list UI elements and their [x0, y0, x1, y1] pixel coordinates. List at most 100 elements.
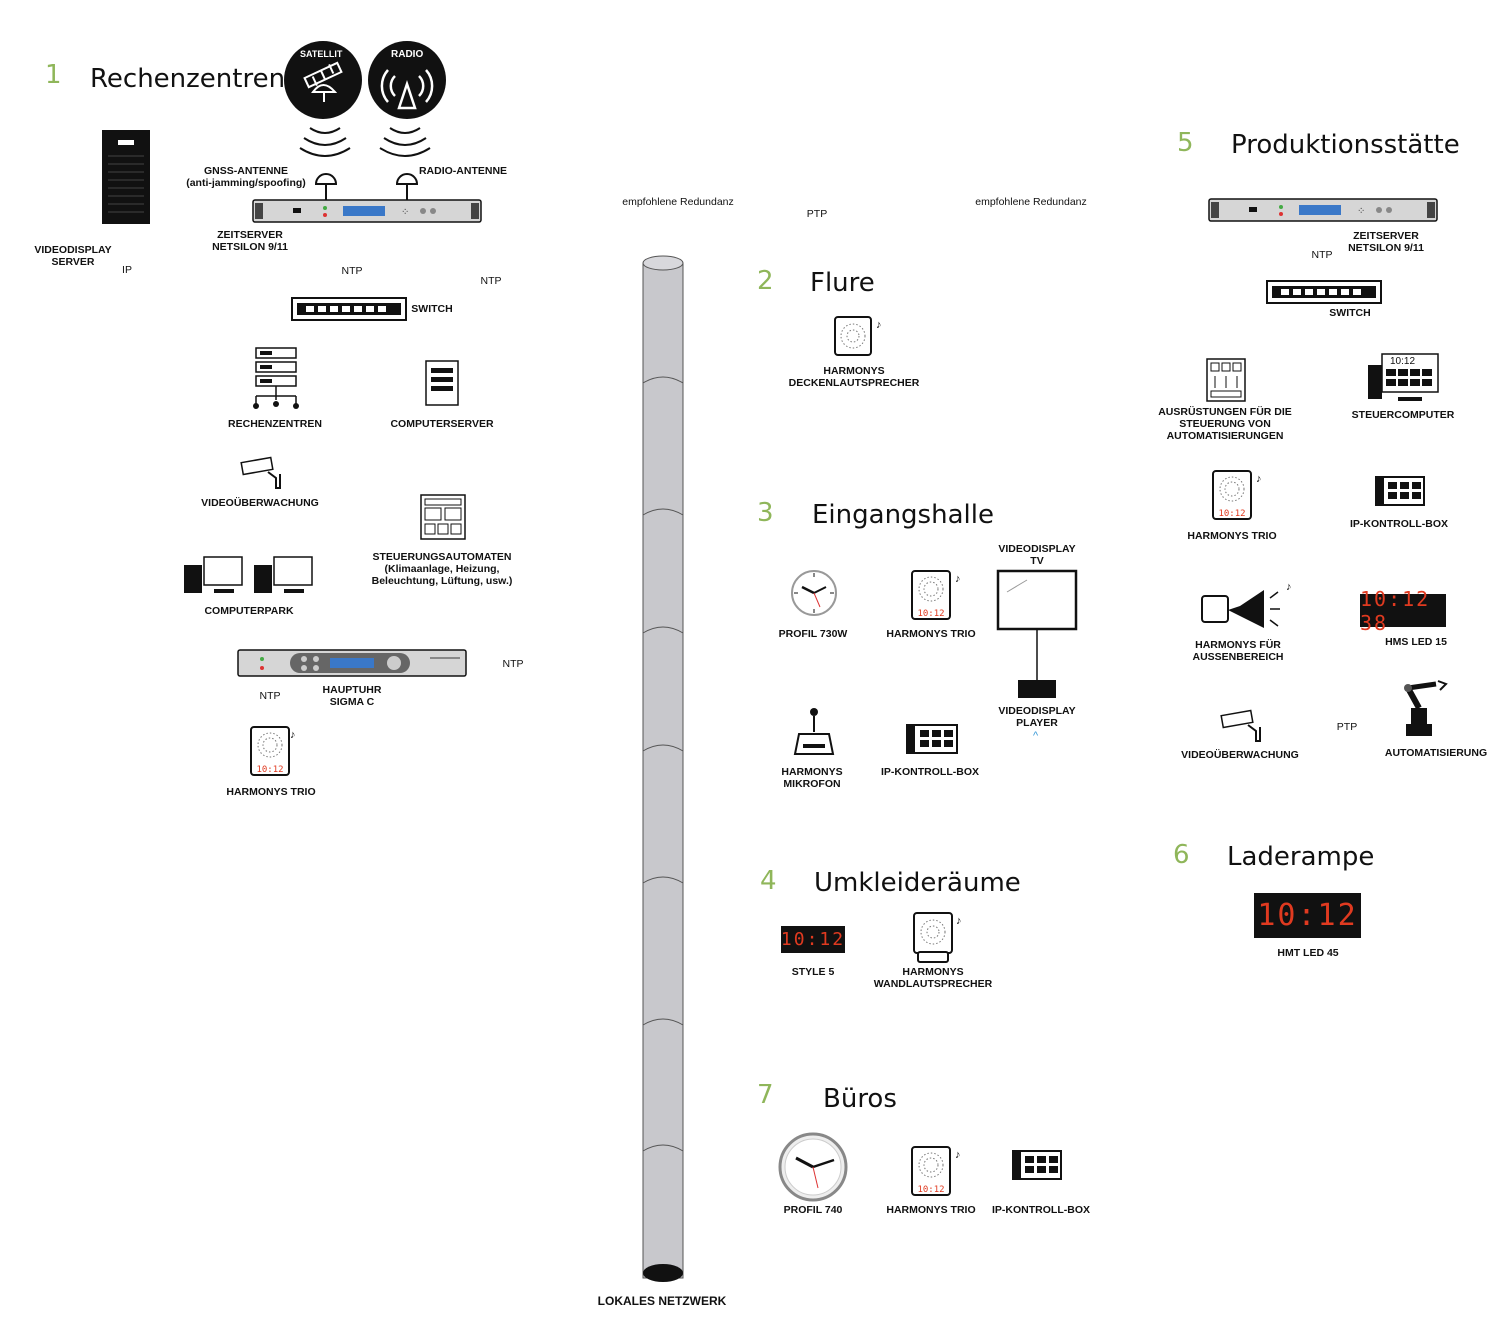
radio-antenna-label: RADIO-ANTENNE [418, 165, 508, 177]
harmonys-aussen-label: HARMONYS FÜR AUSSENBEREICH [1192, 639, 1284, 663]
harmonys-trio-5-label: HARMONYS TRIO [1187, 530, 1277, 542]
link-ntp-a: NTP [341, 265, 363, 277]
svg-text:⁘: ⁘ [1357, 206, 1365, 217]
videoueberwachung-1-label: VIDEOÜBERWACHUNG [201, 497, 319, 509]
ceiling-speaker-icon: ♪ [834, 316, 882, 356]
led-clock-hms: 10:12 38 [1360, 587, 1446, 635]
lokales-netzwerk-label: LOKALES NETZWERK [597, 1294, 727, 1308]
videodisplay-player-label: VIDEODISPLAY PLAYER [998, 705, 1076, 729]
link-ptp-prod: PTP [1336, 721, 1358, 733]
profil-730w-label: PROFIL 730W [778, 628, 848, 640]
analog-clock-icon [791, 570, 837, 616]
switch-icon [291, 297, 407, 321]
videodisplay-server-icon [102, 130, 150, 224]
link-ntp-e: NTP [1311, 249, 1333, 261]
zeitserver-5-label: ZEITSERVER NETSILON 9/11 [1348, 230, 1424, 254]
time-server-icon: ⁘ [1208, 198, 1438, 222]
section-title-bueros: Büros [823, 1084, 897, 1114]
master-clock-icon [237, 649, 467, 677]
zeitserver-1-label: ZEITSERVER NETSILON 9/11 [212, 229, 288, 253]
link-ntp-c: NTP [259, 690, 281, 702]
videodisplay-tv-label: VIDEODISPLAY TV [998, 543, 1076, 567]
ip-box-7-label: IP-KONTROLL-BOX [992, 1204, 1090, 1216]
svg-text:10:12: 10:12 [917, 609, 944, 619]
harmonys-trio-3-label: HARMONYS TRIO [886, 628, 976, 640]
gnss-antenna-label: GNSS-ANTENNE (anti-jamming/spoofing) [186, 165, 306, 189]
rechenzentren-label: RECHENZENTREN [228, 418, 322, 430]
led-clock-style5: 10:12 [781, 926, 845, 953]
switch-1-label: SWITCH [411, 303, 453, 315]
link-ip: IP [122, 264, 132, 276]
link-ptp-top: PTP [806, 208, 828, 220]
section-number-6: 6 [1173, 840, 1190, 870]
section-number-4: 4 [760, 866, 777, 896]
redundanz-right: empfohlene Redundanz [975, 196, 1087, 208]
ip-control-box-icon [1012, 1150, 1062, 1180]
ip-control-box-icon [1375, 476, 1425, 506]
steuercomputer-time: 10:12 [1390, 356, 1416, 367]
harmonys-trio-7-label: HARMONYS TRIO [886, 1204, 976, 1216]
svg-text:10:12: 10:12 [917, 1185, 944, 1195]
svg-text:♪: ♪ [955, 573, 961, 585]
tv-display-icon [996, 569, 1078, 698]
ip-box-5-label: IP-KONTROLL-BOX [1350, 518, 1448, 530]
svg-text:10:12: 10:12 [256, 765, 283, 775]
svg-text:10:12: 10:12 [1218, 509, 1245, 519]
switch-icon [1266, 280, 1382, 304]
section-title-eingangshalle: Eingangshalle [812, 500, 994, 530]
svg-text:♪: ♪ [1286, 581, 1292, 593]
videoueberwachung-5-label: VIDEOÜBERWACHUNG [1181, 749, 1299, 761]
automatisierung-label: AUTOMATISIERUNG [1384, 747, 1488, 759]
chevron-up-icon: ^ [1033, 730, 1039, 742]
link-ntp-d: NTP [502, 658, 524, 670]
camera-icon [240, 456, 281, 489]
svg-text:♪: ♪ [1256, 473, 1262, 485]
steuercomputer-label: STEUERCOMPUTER [1351, 409, 1455, 421]
satellite-icon [284, 41, 362, 119]
style5-label: STYLE 5 [791, 966, 835, 978]
svg-text:⁘: ⁘ [401, 207, 409, 218]
harmonys-mikrofon-label: HARMONYS MIKROFON [781, 766, 843, 790]
outdoor-horn-speaker-icon: ♪ [1201, 581, 1292, 628]
videodisplay-server-label: VIDEODISPLAY SERVER [34, 244, 112, 268]
datacenter-icon [253, 347, 299, 409]
led-clock-hmt: 10:12 [1254, 893, 1361, 938]
radio-icon [368, 41, 446, 119]
ip-control-box-icon [906, 724, 958, 754]
section-title-laderampe: Laderampe [1227, 842, 1375, 872]
gnss-antenna-icon [314, 173, 338, 202]
section-title-rechenzentren: Rechenzentren [90, 64, 286, 94]
computer-server-icon [425, 360, 459, 406]
svg-text:♪: ♪ [955, 1149, 961, 1161]
hmt-led-label: HMT LED 45 [1277, 947, 1339, 959]
harmonys-wand-label: HARMONYS WANDLAUTSPRECHER [873, 966, 993, 990]
ausruestungen-label: AUSRÜSTUNGEN FÜR DIE STEUERUNG VON AUTOM… [1158, 406, 1292, 442]
section-number-7: 7 [757, 1080, 774, 1110]
section-number-3: 3 [757, 498, 774, 528]
control-panel-icon [420, 494, 466, 540]
satellite-badge-label: SATELLIT [300, 49, 343, 59]
computerpark-label: COMPUTERPARK [204, 605, 294, 617]
wall-speaker-icon: ♪ [913, 912, 962, 963]
radio-badge-label: RADIO [391, 49, 424, 60]
hms-led-label: HMS LED 15 [1385, 636, 1447, 648]
computerserver-label: COMPUTERSERVER [390, 418, 494, 430]
radio-antenna-icon [395, 173, 419, 202]
svg-text:♪: ♪ [956, 915, 962, 927]
analog-clock-icon [778, 1132, 848, 1202]
harmonys-trio-1-label: HARMONYS TRIO [226, 786, 316, 798]
speaker-trio-icon: 10:12 ♪ [250, 726, 296, 776]
section-title-umkleideraeume: Umkleideräume [814, 868, 1021, 898]
automation-control-icon [1206, 358, 1246, 402]
svg-text:♪: ♪ [290, 729, 296, 741]
link-ntp-b: NTP [480, 275, 502, 287]
section-title-produktionsstaette: Produktionsstätte [1231, 130, 1460, 160]
hauptuhr-label: HAUPTUHR SIGMA C [322, 684, 382, 708]
speaker-trio-icon: 10:12 ♪ [911, 1146, 961, 1196]
camera-icon [1220, 709, 1261, 742]
redundanz-left: empfohlene Redundanz [622, 196, 734, 208]
microphone-icon [793, 708, 835, 755]
time-server-icon: ⁘ [252, 199, 482, 223]
switch-5-label: SWITCH [1329, 307, 1371, 319]
section-number-5: 5 [1177, 128, 1194, 158]
